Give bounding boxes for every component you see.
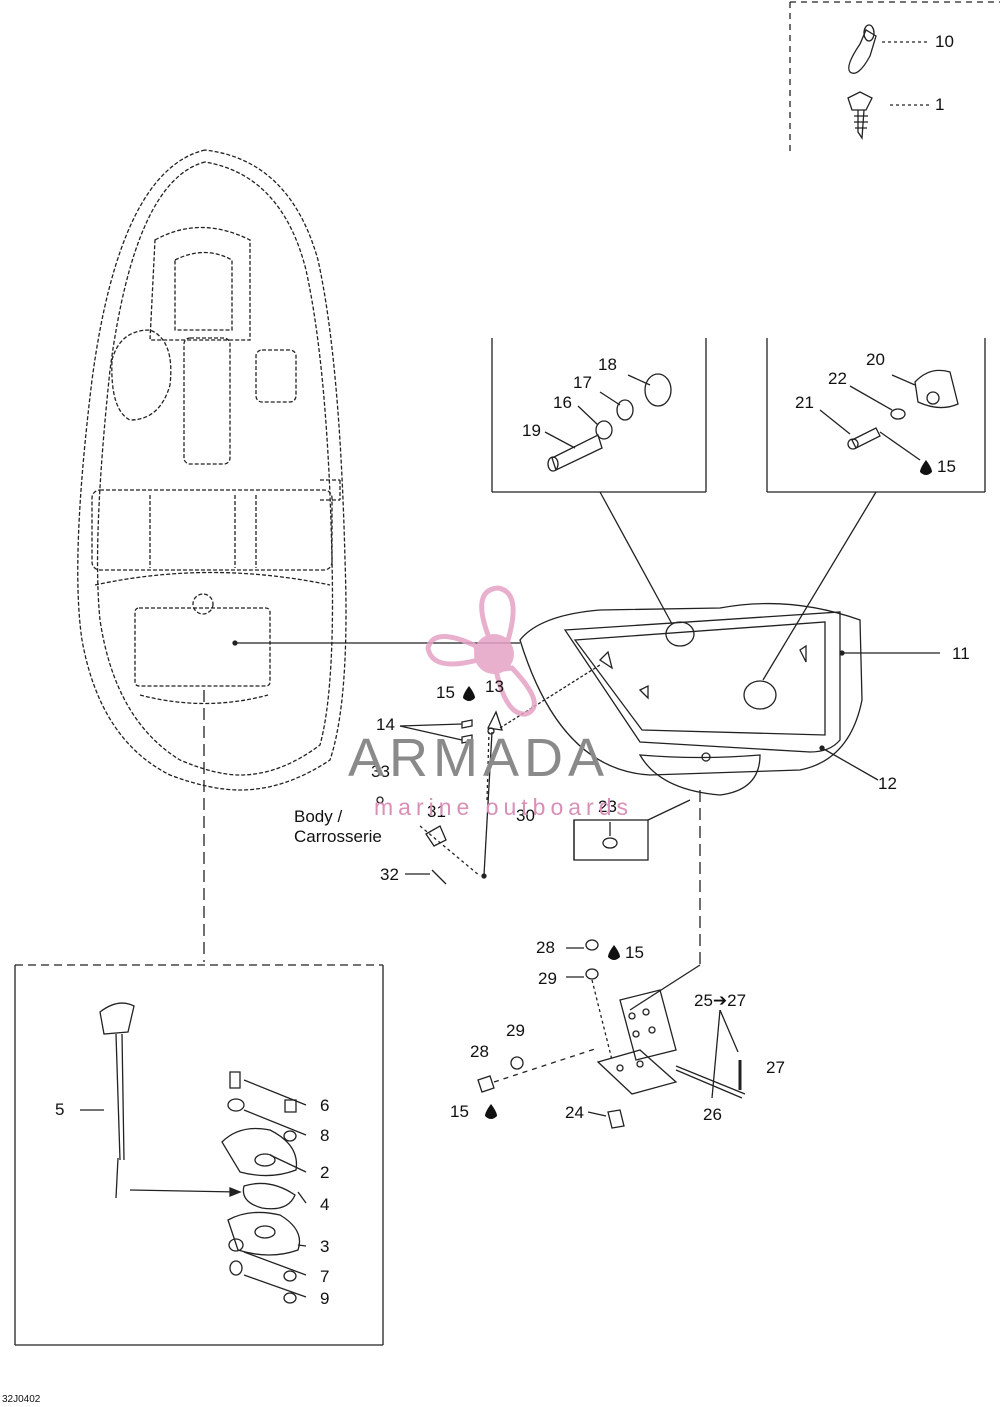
callout-32: 32 (380, 865, 399, 884)
drawing-code: 32J0402 (2, 1394, 41, 1405)
callout-22: 22 (828, 369, 847, 388)
callout-24: 24 (565, 1103, 584, 1122)
cable-inset (14, 964, 384, 1346)
support-rod-assembly (376, 664, 601, 885)
callout-31: 31 (427, 802, 446, 821)
callout-3: 3 (320, 1237, 330, 1256)
hinge-assembly (477, 939, 746, 1129)
callout-1: 1 (935, 95, 945, 114)
grommet-inset (573, 799, 691, 861)
callout-28: 28 (536, 938, 555, 957)
callout-4: 4 (320, 1195, 330, 1214)
callout-11: 11 (952, 644, 970, 663)
callout-27: 27 (766, 1058, 785, 1077)
lock-inset (762, 338, 986, 681)
callout-7: 7 (320, 1267, 330, 1286)
callout-33: 33 (371, 762, 390, 781)
callout-28: 28 (470, 1042, 489, 1061)
callout-17: 17 (573, 373, 592, 392)
callout-20: 20 (866, 350, 885, 369)
callout-15: 15 (937, 457, 956, 476)
callout-29: 29 (506, 1021, 525, 1040)
callout-10: 10 (935, 32, 954, 51)
body-label-line2: Carrosserie (294, 827, 382, 846)
fluid-drop-icon (463, 460, 932, 1119)
callout-5: 5 (55, 1100, 65, 1119)
callout-15: 15 (450, 1102, 469, 1121)
fastener-inset (789, 1, 1000, 155)
propeller-logo-icon (425, 585, 537, 717)
callout-18: 18 (598, 355, 617, 374)
callout-15: 15 (625, 943, 644, 962)
body-label-line1: Body / (294, 807, 343, 826)
callout-29: 29 (538, 969, 557, 988)
callout-8: 8 (320, 1126, 330, 1145)
callout-6: 6 (320, 1096, 330, 1115)
latch-inset (491, 338, 707, 625)
callout-30: 30 (516, 806, 535, 825)
callout-16: 16 (553, 393, 572, 412)
callout-21: 21 (795, 393, 814, 412)
callout-14: 14 (376, 715, 395, 734)
callout-2: 2 (320, 1163, 330, 1182)
watermark-tagline: marine outboards (374, 794, 633, 820)
storage-cover (519, 602, 863, 796)
callout-13: 13 (485, 677, 504, 696)
callout-23: 23 (598, 797, 617, 816)
callout-9: 9 (320, 1289, 330, 1308)
callout-26: 26 (703, 1105, 722, 1124)
callout-19: 19 (522, 421, 541, 440)
callout-25-27: 25➔27 (694, 991, 747, 1010)
watermark-brand: ARMADA (348, 728, 610, 788)
hull-top-view (77, 149, 347, 791)
callout-12: 12 (878, 774, 897, 793)
callout-15: 15 (436, 683, 455, 702)
